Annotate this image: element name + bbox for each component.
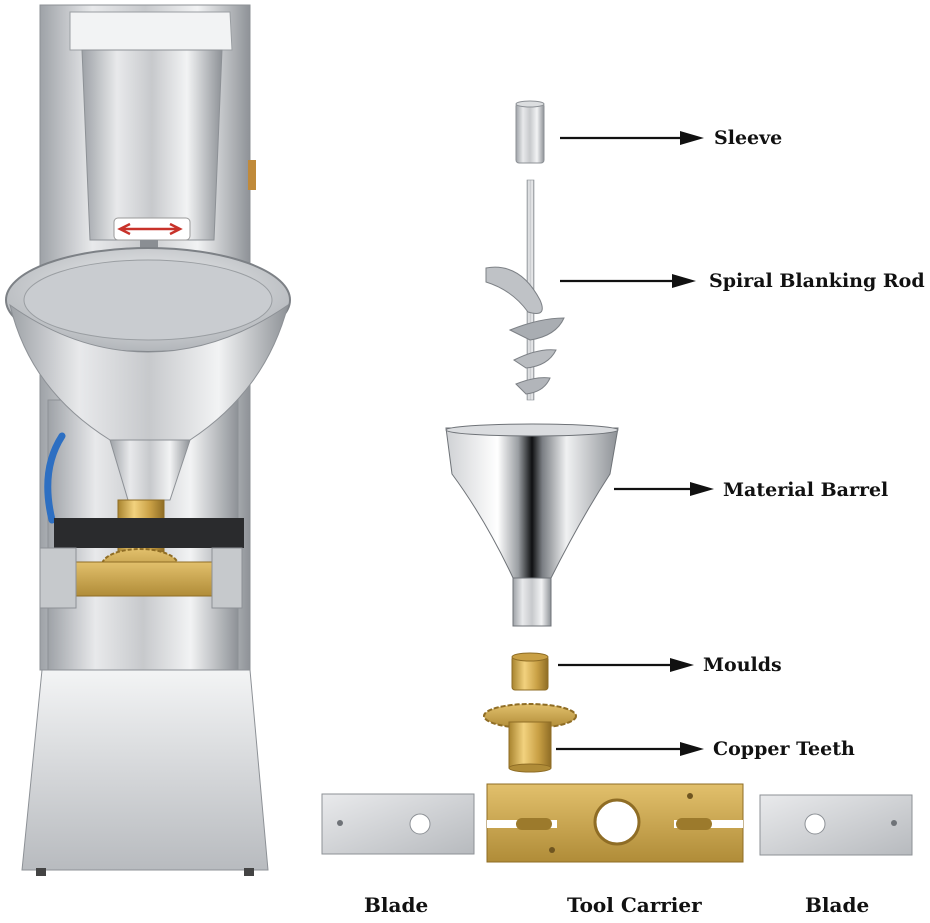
arrow-right-icon — [560, 131, 704, 145]
label-spiral-blanking-rod: Spiral Blanking Rod — [709, 270, 925, 292]
label-blade-left: Blade — [364, 893, 429, 917]
copper-teeth-part — [483, 703, 577, 773]
arrow-right-icon — [558, 658, 694, 672]
label-sleeve: Sleeve — [714, 127, 783, 149]
label-tool-carrier: Tool Carrier — [567, 893, 702, 917]
label-material-barrel: Material Barrel — [723, 479, 889, 501]
machine-illustration — [5, 4, 291, 876]
tool-carrier-part — [486, 783, 744, 863]
blade-left-part — [321, 793, 475, 855]
sleeve-part — [515, 100, 545, 164]
blade-right-part — [759, 794, 913, 856]
arrow-right-icon — [560, 274, 696, 288]
label-moulds: Moulds — [703, 654, 782, 676]
label-blade-right: Blade — [805, 893, 870, 917]
material-barrel-part — [445, 423, 619, 627]
arrow-right-icon — [614, 482, 714, 496]
spiral-rod-part — [485, 179, 565, 401]
label-copper-teeth: Copper Teeth — [713, 738, 855, 760]
moulds-part — [511, 652, 549, 691]
arrow-right-icon — [556, 742, 704, 756]
